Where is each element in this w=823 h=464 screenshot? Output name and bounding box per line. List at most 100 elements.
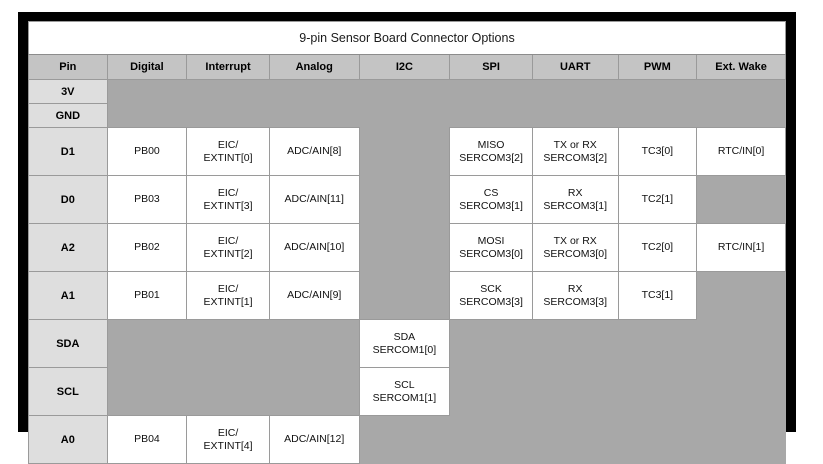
pin-label-d0: D0 — [28, 175, 108, 224]
column-header-i2c: I2C — [358, 54, 451, 80]
column-header-interrupt: Interrupt — [186, 54, 270, 80]
empty-cell-ext_wake — [696, 79, 786, 104]
cell-d1-interrupt: EIC/ EXTINT[0] — [186, 127, 270, 176]
column-header-analog: Analog — [268, 54, 360, 80]
cell-a1-pwm: TC3[1] — [617, 271, 698, 320]
empty-cell-digital — [107, 79, 187, 104]
pin-label-a2: A2 — [28, 223, 108, 272]
cell-d0-uart: RX SERCOM3[1] — [531, 175, 619, 224]
empty-cell-i2c — [359, 127, 450, 176]
cell-d0-interrupt: EIC/ EXTINT[3] — [186, 175, 270, 224]
table-title-row: 9-pin Sensor Board Connector Options — [28, 21, 786, 55]
empty-cell-ext_wake — [696, 271, 786, 320]
empty-cell-i2c — [359, 103, 450, 128]
cell-a2-pwm: TC2[0] — [617, 223, 698, 272]
empty-cell-spi — [449, 415, 533, 464]
empty-cell-ext_wake — [696, 175, 786, 224]
empty-cell-interrupt — [186, 103, 270, 128]
cell-d0-spi: CS SERCOM3[1] — [449, 175, 533, 224]
empty-cell-pwm — [618, 367, 697, 416]
cell-a2-ext_wake: RTC/IN[1] — [696, 223, 786, 272]
empty-cell-digital — [107, 367, 187, 416]
cell-d1-analog: ADC/AIN[8] — [268, 127, 360, 176]
column-header-digital: Digital — [106, 54, 188, 80]
empty-cell-ext_wake — [696, 367, 786, 416]
cell-d1-spi: MISO SERCOM3[2] — [449, 127, 533, 176]
column-header-spi: SPI — [449, 54, 533, 80]
cell-a2-digital: PB02 — [106, 223, 188, 272]
cell-a2-analog: ADC/AIN[10] — [268, 223, 360, 272]
cell-a2-uart: TX or RX SERCOM3[0] — [531, 223, 619, 272]
empty-cell-digital — [107, 319, 187, 368]
empty-cell-ext_wake — [696, 415, 786, 464]
column-header-uart: UART — [531, 54, 619, 80]
table-row: 3V — [28, 79, 786, 104]
column-header-ext_wake: Ext. Wake — [696, 54, 786, 80]
table-title: 9-pin Sensor Board Connector Options — [28, 21, 786, 55]
empty-cell-pwm — [618, 79, 697, 104]
empty-cell-interrupt — [186, 367, 270, 416]
table-row: SDA SDA SERCOM1[0] — [28, 319, 786, 368]
pin-label-a1: A1 — [28, 271, 108, 320]
empty-cell-i2c — [359, 223, 450, 272]
cell-d1-uart: TX or RX SERCOM3[2] — [531, 127, 619, 176]
pin-label-d1: D1 — [28, 127, 108, 176]
empty-cell-analog — [269, 319, 360, 368]
empty-cell-uart — [532, 367, 619, 416]
empty-cell-spi — [449, 319, 533, 368]
empty-cell-analog — [269, 367, 360, 416]
empty-cell-pwm — [618, 415, 697, 464]
cell-d0-analog: ADC/AIN[11] — [268, 175, 360, 224]
cell-d1-digital: PB00 — [106, 127, 188, 176]
cell-a1-interrupt: EIC/ EXTINT[1] — [186, 271, 270, 320]
empty-cell-spi — [449, 79, 533, 104]
empty-cell-analog — [269, 103, 360, 128]
empty-cell-uart — [532, 415, 619, 464]
empty-cell-interrupt — [186, 79, 270, 104]
empty-cell-interrupt — [186, 319, 270, 368]
empty-cell-digital — [107, 103, 187, 128]
empty-cell-spi — [449, 367, 533, 416]
cell-d1-pwm: TC3[0] — [617, 127, 698, 176]
cell-a1-analog: ADC/AIN[9] — [268, 271, 360, 320]
empty-cell-i2c — [359, 415, 450, 464]
cell-a0-interrupt: EIC/ EXTINT[4] — [186, 415, 270, 464]
cell-a1-spi: SCK SERCOM3[3] — [449, 271, 533, 320]
cell-d0-digital: PB03 — [106, 175, 188, 224]
pin-label-3v: 3V — [28, 79, 108, 104]
empty-cell-uart — [532, 103, 619, 128]
pin-label-a0: A0 — [28, 415, 108, 464]
empty-cell-pwm — [618, 319, 697, 368]
empty-cell-ext_wake — [696, 319, 786, 368]
pin-label-scl: SCL — [28, 367, 108, 416]
empty-cell-pwm — [618, 103, 697, 128]
empty-cell-analog — [269, 79, 360, 104]
cell-a2-interrupt: EIC/ EXTINT[2] — [186, 223, 270, 272]
cell-scl-i2c: SCL SERCOM1[1] — [358, 367, 451, 416]
empty-cell-uart — [532, 319, 619, 368]
column-header-pin: Pin — [28, 54, 108, 80]
pin-label-sda: SDA — [28, 319, 108, 368]
cell-a0-digital: PB04 — [106, 415, 188, 464]
cell-a1-uart: RX SERCOM3[3] — [531, 271, 619, 320]
cell-a2-spi: MOSI SERCOM3[0] — [449, 223, 533, 272]
table-row: SCL SCL SERCOM1[1] — [28, 367, 786, 416]
empty-cell-i2c — [359, 175, 450, 224]
cell-a0-analog: ADC/AIN[12] — [268, 415, 360, 464]
empty-cell-i2c — [359, 79, 450, 104]
empty-cell-uart — [532, 79, 619, 104]
cell-sda-i2c: SDA SERCOM1[0] — [358, 319, 451, 368]
table-row: GND — [28, 103, 786, 128]
empty-cell-i2c — [359, 271, 450, 320]
cell-a1-digital: PB01 — [106, 271, 188, 320]
empty-cell-ext_wake — [696, 103, 786, 128]
